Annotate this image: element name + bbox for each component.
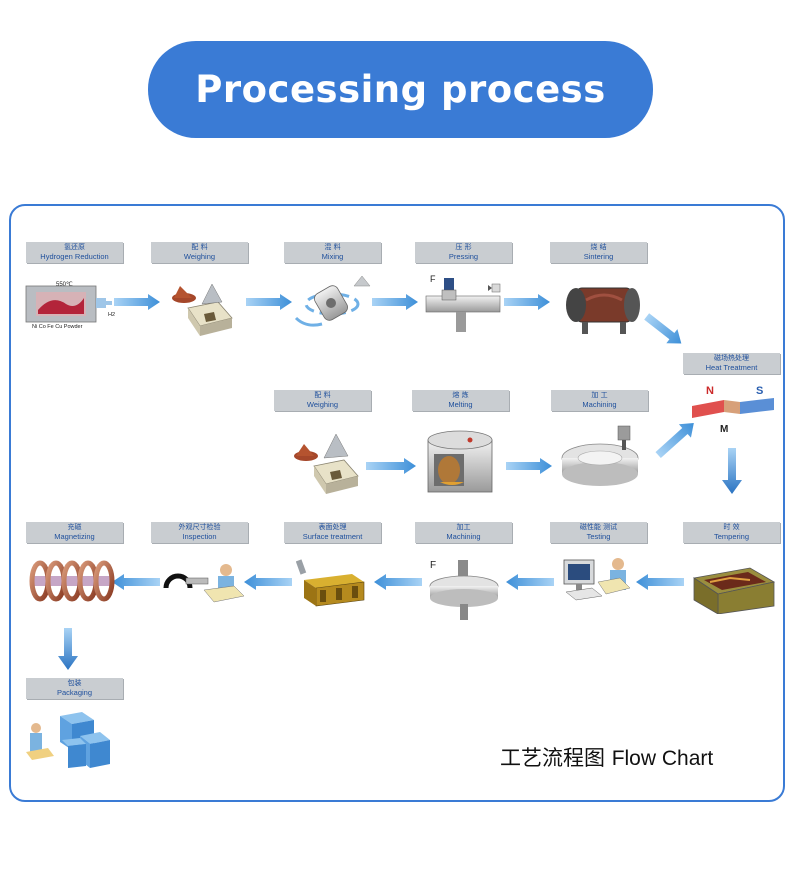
step-label-packaging: 包装 Packaging [26, 678, 123, 699]
flow-chart-caption-zh: 工艺流程图 [500, 746, 605, 770]
packaging-boxes-icon [26, 712, 110, 768]
heat-treatment-magnet-icon: N S M [692, 385, 774, 435]
arrow-down-icon [58, 628, 78, 670]
step-label-melting: 熔 炼 Melting [412, 390, 509, 411]
inspection-icon [163, 564, 245, 603]
step-label-zh: 表面处理 [318, 523, 347, 531]
title-banner: Processing process [148, 41, 653, 138]
testing-computer-icon [563, 558, 631, 601]
powder-annotation: Ni Co Fe Cu Powder [32, 324, 83, 330]
step-label-zh: 充磁 [67, 523, 82, 531]
step-label-pressing: 压 形 Pressing [415, 242, 512, 263]
arrow-up-right-icon [655, 422, 694, 459]
gas-annotation: H2 [108, 312, 115, 318]
step-label-zh: 配 料 [314, 391, 331, 399]
arrow-left-icon [374, 574, 422, 590]
step-label-en: Tempering [713, 532, 750, 541]
arrow-left-icon [244, 574, 292, 590]
arrow-left-icon [506, 574, 554, 590]
arrow-right-icon [372, 294, 418, 310]
step-label-zh: 烧 结 [590, 243, 607, 251]
step-label-zh: 混 料 [324, 243, 341, 251]
machining-icon-2: F [429, 560, 499, 620]
magnet-label: M [720, 424, 728, 435]
step-label-en: Machining [582, 400, 617, 409]
flow-chart-caption-en: Flow Chart [611, 747, 714, 770]
step-label-en: Melting [448, 400, 473, 409]
tempering-oven-icon [692, 567, 776, 614]
step-label-surface-treatment: 表面处理 Surface treatment [284, 522, 381, 543]
step-label-testing: 磁性能 测试 Testing [550, 522, 647, 543]
step-label-inspection: 外观尺寸检验 Inspection [151, 522, 248, 543]
mixer-icon [294, 275, 371, 327]
flow-chart-frame [9, 204, 785, 802]
step-label-sintering: 烧 结 Sintering [550, 242, 647, 263]
melting-furnace-icon [427, 430, 493, 493]
step-label-zh: 磁场热处理 [714, 354, 749, 362]
step-label-weighing-2: 配 料 Weighing [274, 390, 371, 411]
step-label-zh: 加 工 [591, 391, 608, 399]
step-label-en: Pressing [448, 252, 479, 261]
step-label-zh: 外观尺寸检验 [178, 523, 221, 531]
step-label-en: Surface treatment [302, 532, 363, 541]
step-label-zh: 氢还原 [64, 243, 85, 251]
step-label-mixing: 混 料 Mixing [284, 242, 381, 263]
north-pole-label: N [706, 385, 714, 397]
flow-chart-caption: 工艺流程图 Flow Chart [500, 742, 713, 772]
step-label-weighing: 配 料 Weighing [151, 242, 248, 263]
step-label-en: Magnetizing [54, 532, 95, 541]
arrow-right-icon [504, 294, 550, 310]
step-label-machining-2: 加工 Machining [415, 522, 512, 543]
arrow-down-right-icon [644, 313, 682, 344]
step-label-zh: 磁性能 测试 [579, 523, 618, 531]
step-label-zh: 包装 [67, 679, 82, 687]
force-annotation: F [430, 274, 436, 284]
arrow-down-icon [722, 448, 742, 494]
step-label-zh: 加工 [456, 523, 471, 531]
force-annotation-2: F [430, 560, 436, 571]
step-label-en: Sintering [583, 252, 614, 261]
step-label-machining: 加 工 Machining [551, 390, 648, 411]
arrow-right-icon [366, 458, 416, 474]
step-label-en: Testing [586, 532, 611, 541]
magnetizing-coil-icon [29, 560, 115, 602]
page-title: Processing process [195, 68, 606, 111]
step-label-zh: 配 料 [191, 243, 208, 251]
arrow-right-icon [246, 294, 292, 310]
step-label-en: Weighing [306, 400, 339, 409]
hydrogen-furnace-icon: 550℃ Ni Co Fe Cu Powder H2 [25, 282, 115, 330]
arrow-left-icon [636, 574, 684, 590]
step-label-en: Heat Treatment [705, 363, 758, 372]
step-label-en: Inspection [182, 532, 217, 541]
sintering-furnace-icon [566, 287, 640, 334]
arrow-right-icon [506, 458, 552, 474]
step-label-zh: 熔 炼 [452, 391, 469, 399]
press-icon: F [425, 274, 501, 332]
step-label-hydrogen-reduction: 氢还原 Hydrogen Reduction [26, 242, 123, 263]
step-label-en: Weighing [183, 252, 216, 261]
machining-icon [561, 425, 639, 486]
weighing-scale-icon-2 [294, 433, 359, 494]
temperature-annotation: 550℃ [56, 282, 73, 288]
arrow-left-icon [112, 574, 160, 590]
step-label-zh: 时 效 [723, 523, 740, 531]
south-pole-label: S [756, 385, 763, 397]
step-label-en: Machining [446, 532, 481, 541]
step-label-magnetizing: 充磁 Magnetizing [26, 522, 123, 543]
step-label-en: Packaging [56, 688, 93, 697]
step-label-en: Mixing [321, 252, 344, 261]
weighing-scale-icon [172, 283, 233, 336]
surface-treatment-icon [296, 559, 365, 607]
step-label-zh: 压 形 [455, 243, 472, 251]
step-label-heat-treatment: 磁场热处理 Heat Treatment [683, 353, 780, 374]
arrow-right-icon [114, 294, 160, 310]
step-label-tempering: 时 效 Tempering [683, 522, 780, 543]
step-label-en: Hydrogen Reduction [40, 252, 109, 261]
